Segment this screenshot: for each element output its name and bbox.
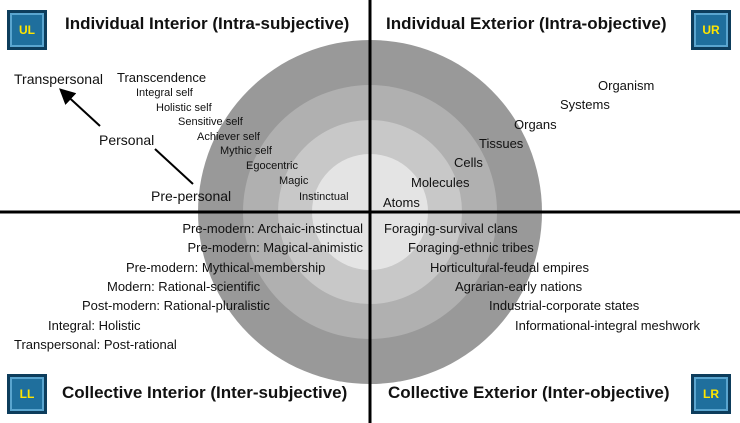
ll-level: Integral: Holistic	[48, 318, 141, 333]
ul-level: Holistic self	[156, 102, 212, 114]
ur-level: Organism	[598, 78, 655, 93]
ul-stage-pre-personal: Pre-personal	[151, 188, 232, 204]
ul-level: Instinctual	[299, 191, 349, 203]
ul-level: Mythic self	[220, 145, 272, 157]
ul-level: Transcendence	[117, 70, 207, 85]
lr-title: Collective Exterior (Inter-objective)	[388, 383, 670, 402]
ll-level: Modern: Rational-scientific	[107, 279, 261, 294]
ul-level: Integral self	[136, 87, 193, 99]
lr-badge: LR	[691, 374, 731, 414]
lr-level: Foraging-ethnic tribes	[408, 240, 534, 255]
ur-badge: UR	[691, 10, 731, 50]
ul-level: Sensitive self	[178, 116, 243, 128]
ll-level: Pre-modern: Magical-animistic	[187, 240, 363, 255]
ll-title: Collective Interior (Inter-subjective)	[62, 383, 348, 402]
ur-title: Individual Exterior (Intra-objective)	[386, 14, 667, 33]
development-arrow-lower	[154, 148, 194, 185]
lr-level: Horticultural-feudal empires	[430, 260, 589, 275]
ll-level: Transpersonal: Post-rational	[14, 337, 177, 352]
ll-badge: LL	[7, 374, 47, 414]
ul-stage-transpersonal: Transpersonal	[14, 71, 103, 87]
ul-level: Achiever self	[197, 131, 260, 143]
development-arrow-upper	[59, 88, 101, 127]
ul-badge: UL	[7, 10, 47, 50]
ur-level: Molecules	[411, 175, 470, 190]
ur-level: Cells	[454, 155, 483, 170]
ul-title: Individual Interior (Intra-subjective)	[65, 14, 350, 33]
ll-level: Post-modern: Rational-pluralistic	[82, 298, 270, 313]
lr-level: Informational-integral meshwork	[515, 318, 700, 333]
ul-stage-personal: Personal	[99, 132, 155, 148]
lr-level: Foraging-survival clans	[384, 221, 518, 236]
ur-level: Systems	[560, 97, 610, 112]
ll-level: Pre-modern: Archaic-instinctual	[182, 221, 363, 236]
ur-level: Atoms	[383, 195, 420, 210]
ur-level: Tissues	[479, 136, 524, 151]
ul-level: Egocentric	[246, 160, 298, 172]
lr-level: Industrial-corporate states	[489, 298, 640, 313]
lr-level: Agrarian-early nations	[455, 279, 583, 294]
ur-level: Organs	[514, 117, 557, 132]
ul-level: Magic	[279, 175, 309, 187]
ll-level: Pre-modern: Mythical-membership	[126, 260, 326, 275]
